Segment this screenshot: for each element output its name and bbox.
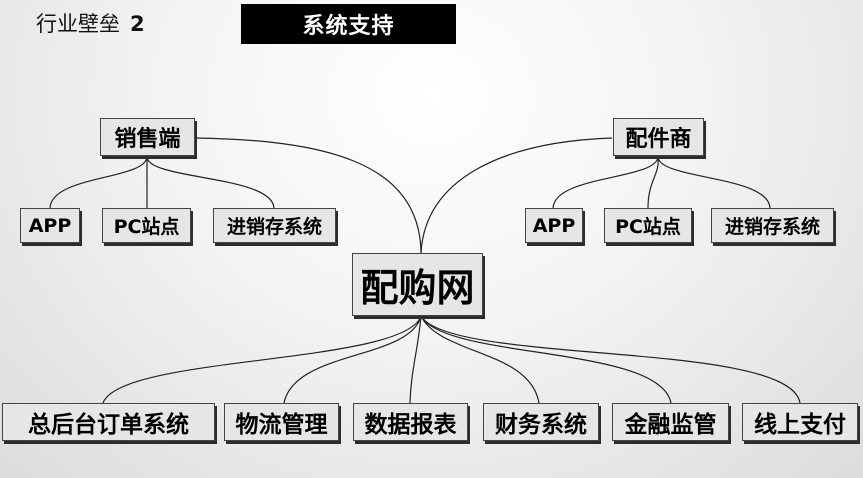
link-supplier-erp <box>657 156 771 209</box>
link-supplier-app <box>552 156 659 209</box>
node-supplier-inventory-system: 进销存系统 <box>711 208 834 243</box>
link-supplier-pc <box>647 156 659 209</box>
link-center-regulation <box>420 315 672 404</box>
node-backend-reports: 数据报表 <box>353 403 468 441</box>
node-backend-finance: 财务系统 <box>483 403 599 441</box>
link-center-logistics <box>283 315 422 404</box>
link-center-finance <box>420 315 540 404</box>
node-sales-side: 销售端 <box>100 118 195 156</box>
node-sales-inventory-system: 进销存系统 <box>213 208 336 243</box>
link-center-orders <box>102 315 422 404</box>
node-supplier-app: APP <box>525 208 583 243</box>
node-backend-logistics: 物流管理 <box>224 403 339 441</box>
section-heading: 行业壁垒 2 <box>36 8 145 38</box>
title-banner: 系统支持 <box>241 4 456 44</box>
node-supplier-side: 配件商 <box>613 118 704 156</box>
node-sales-app: APP <box>20 208 80 243</box>
node-center-platform: 配购网 <box>352 253 483 316</box>
link-center-payment <box>420 315 801 404</box>
node-sales-pc-site: PC站点 <box>102 208 191 243</box>
heading-text: 行业壁垒 <box>36 12 120 36</box>
link-center-supplier <box>420 137 613 254</box>
link-center-sales <box>195 137 422 254</box>
node-backend-order-system: 总后台订单系统 <box>2 403 215 441</box>
link-sales-erp <box>146 156 275 209</box>
node-backend-online-payment: 线上支付 <box>742 403 858 441</box>
link-center-reports <box>409 315 422 404</box>
link-sales-app <box>49 156 148 209</box>
heading-number: 2 <box>130 12 145 36</box>
node-backend-regulation: 金融监管 <box>612 403 729 441</box>
node-supplier-pc-site: PC站点 <box>604 208 692 243</box>
